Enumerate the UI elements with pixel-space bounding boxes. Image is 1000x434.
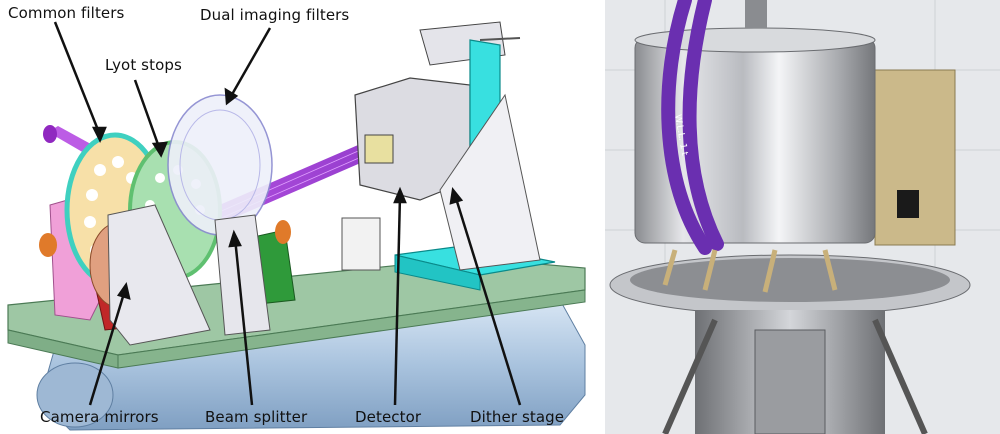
callout-arrows	[53, 21, 522, 406]
cad-drawing	[7, 21, 586, 431]
electronics-box	[874, 69, 956, 246]
lifting-sling	[661, 0, 724, 255]
crane-hook	[745, 0, 767, 28]
photo-drawing: W.L.L. 1 t	[605, 0, 1000, 434]
instrument-cad-diagram: Common filters Dual imaging filters Lyot…	[7, 4, 586, 431]
label-lyot-stops: Lyot stops	[105, 56, 182, 74]
label-detector: Detector	[355, 408, 422, 426]
small-cube	[341, 217, 381, 271]
support-struts	[662, 249, 838, 293]
instrument-photo: W.L.L. 1 t	[605, 0, 1000, 434]
mirror-support	[107, 204, 211, 346]
dual-imaging-filters-wheel	[167, 94, 273, 236]
label-dither-stage: Dither stage	[470, 408, 565, 426]
beam-splitter-mount	[214, 214, 271, 336]
label-common-filters: Common filters	[8, 4, 125, 22]
mounting-base	[609, 254, 971, 434]
label-camera-mirrors: Camera mirrors	[40, 408, 159, 426]
label-beam-splitter: Beam splitter	[205, 408, 308, 426]
label-dual-imaging-filters: Dual imaging filters	[200, 6, 350, 24]
